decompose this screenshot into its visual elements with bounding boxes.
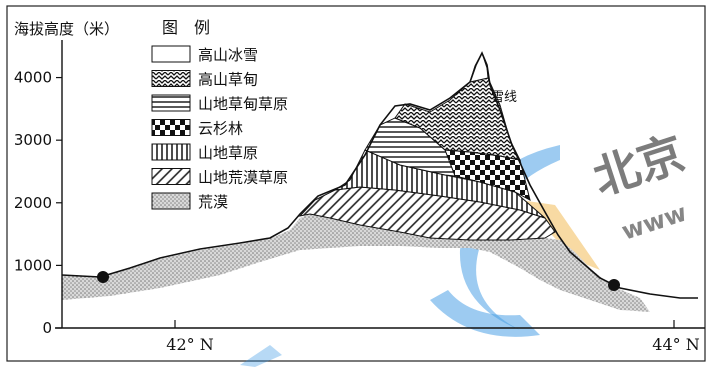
y-tick-label: 2000 bbox=[14, 194, 52, 212]
legend-label: 山地荒漠草原 bbox=[198, 169, 288, 187]
location-marker-left bbox=[97, 271, 109, 283]
legend-label: 荒漠 bbox=[198, 193, 228, 211]
y-axis: 海拔高度（米） 0 1000 2000 3000 4000 bbox=[14, 20, 705, 337]
legend-item: 高山冰雪 bbox=[151, 45, 258, 64]
x-axis: 42° N 44° N bbox=[166, 320, 700, 354]
zone-desert bbox=[62, 214, 650, 312]
zone-desert-plain bbox=[62, 275, 100, 300]
legend-item: 山地草原 bbox=[151, 143, 258, 162]
terrain-layers bbox=[61, 51, 698, 312]
watermark-text-secondary: www bbox=[618, 199, 690, 246]
y-axis-title: 海拔高度（米） bbox=[14, 20, 119, 38]
y-tick-label: 0 bbox=[42, 319, 52, 337]
terrain-outline bbox=[61, 51, 698, 299]
legend-label: 高山冰雪 bbox=[198, 46, 258, 64]
legend-label: 云杉林 bbox=[198, 120, 243, 138]
legend-swatch bbox=[151, 94, 191, 112]
y-tick-label: 1000 bbox=[14, 256, 52, 274]
y-tick-label: 4000 bbox=[14, 69, 52, 87]
legend-swatch bbox=[151, 70, 191, 87]
legend-title: 图 例 bbox=[162, 18, 210, 37]
location-marker-right bbox=[608, 279, 620, 291]
legend-item: 山地荒漠草原 bbox=[151, 168, 288, 187]
legend-label: 山地草原 bbox=[198, 144, 258, 162]
plot-frame bbox=[6, 5, 706, 362]
legend-swatch bbox=[151, 143, 191, 161]
legend-label: 高山草甸 bbox=[198, 71, 258, 89]
y-tick-label: 3000 bbox=[14, 131, 52, 149]
legend-swatch bbox=[151, 119, 191, 136]
x-tick-label-44n: 44° N bbox=[652, 335, 699, 354]
legend-item: 荒漠 bbox=[151, 192, 228, 211]
legend-item: 云杉林 bbox=[151, 119, 243, 138]
snow-line-label: 雪线 bbox=[491, 90, 517, 105]
watermark-text-primary: 北京 bbox=[587, 126, 691, 206]
x-tick-label-42n: 42° N bbox=[166, 335, 213, 354]
legend-swatch bbox=[151, 45, 191, 63]
legend-swatch bbox=[151, 168, 191, 185]
legend-item: 高山草甸 bbox=[151, 70, 258, 89]
legend-swatch bbox=[151, 192, 191, 210]
legend-item: 山地草甸草原 bbox=[151, 94, 288, 113]
legend-label: 山地草甸草原 bbox=[198, 95, 288, 113]
